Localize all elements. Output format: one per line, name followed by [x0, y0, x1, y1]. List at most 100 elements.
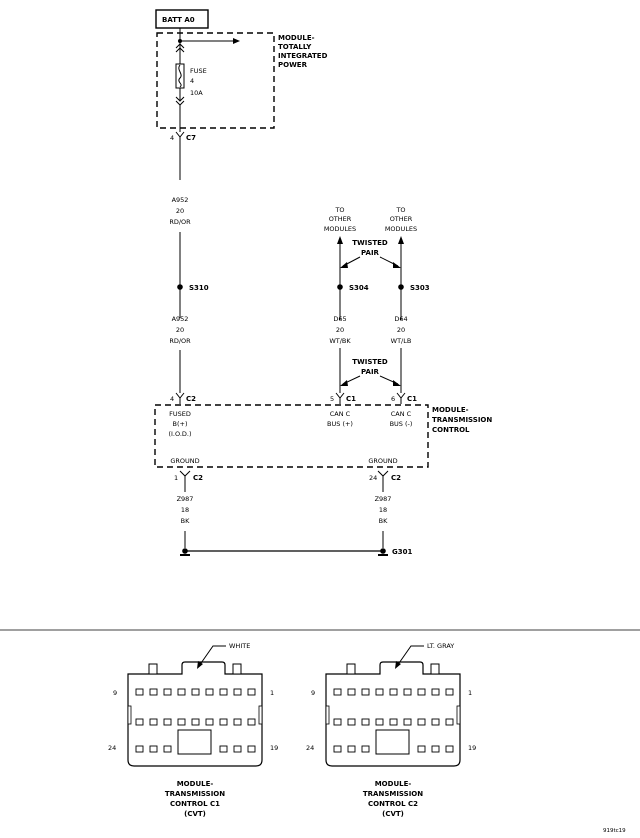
- pin-cavity-middle: [247, 718, 256, 726]
- pin-cavity-top: [163, 688, 172, 696]
- c2-fused-pin: 4: [170, 395, 174, 403]
- twisted-upper-l1: TWISTED: [352, 239, 388, 247]
- pin-cavity-middle: [205, 718, 214, 726]
- pin-cavity-middle: [233, 718, 242, 726]
- pin-cavity-top: [135, 688, 144, 696]
- connector-c1-left-latch: [148, 663, 158, 675]
- tipm-label-line1: MODULE-: [278, 34, 315, 42]
- s310-label: S310: [189, 284, 209, 292]
- ground-right-dot: [380, 548, 386, 554]
- pin-cavity-middle: [219, 718, 228, 726]
- ground-right-symbol: [378, 554, 388, 556]
- a952-upper-gauge: 20: [176, 207, 184, 215]
- c2-gnd-left-fork-icon: [179, 470, 191, 484]
- pin-cavity-bottom: [219, 745, 228, 753]
- batt-a0-label: BATT A0: [162, 16, 195, 24]
- connector-c1-housing: [127, 661, 263, 767]
- connector-c2-pin-grid: [333, 688, 454, 753]
- to-other-right-l2: OTHER: [390, 215, 413, 223]
- c1-canh-conn: C1: [346, 395, 356, 403]
- c2-gnd-left-pin: 1: [174, 474, 178, 482]
- to-other-left-l1: TO: [334, 206, 344, 214]
- connector-c1-pin-9: 9: [113, 689, 117, 697]
- can-h-l2: BUS (+): [327, 420, 353, 428]
- pin-cavity-middle: [191, 718, 200, 726]
- pin-cavity-middle: [177, 718, 186, 726]
- pin-cavity-middle: [431, 718, 440, 726]
- twisted-upper-arrowhead-right-icon: [393, 262, 401, 268]
- twisted-lower-l1: TWISTED: [352, 358, 388, 366]
- pin-cavity-bottom: [361, 745, 370, 753]
- connector-c1-color-label: WHITE: [229, 642, 250, 650]
- pin-cavity-middle: [347, 718, 356, 726]
- fused-b-l3: (I.O.D.): [168, 430, 191, 438]
- connector-c1-pin-19: 19: [270, 744, 278, 752]
- connector-c2-name-l1: MODULE-: [375, 780, 412, 788]
- c2-fused-fork-icon: [175, 392, 185, 404]
- tcm-label-line1: MODULE-: [432, 406, 469, 414]
- connector-c1-name-l2: TRANSMISSION: [165, 790, 225, 798]
- connector-c1-name-l1: MODULE-: [177, 780, 214, 788]
- pin-cavity-bottom: [431, 745, 440, 753]
- pin-cavity-top: [219, 688, 228, 696]
- connector-c2-leader: [396, 645, 424, 667]
- connector-c2-pin-9: 9: [311, 689, 315, 697]
- pin-cavity-top: [361, 688, 370, 696]
- bus-arrow-head: [233, 38, 240, 44]
- ground-right-label: GROUND: [368, 457, 397, 465]
- c1-canl-conn: C1: [407, 395, 417, 403]
- z987-left-color: BK: [181, 517, 190, 525]
- connector-c2-name-l3: CONTROL C2: [368, 800, 418, 808]
- c7-fork-icon: [175, 131, 185, 142]
- d65-circuit: D65: [333, 315, 346, 323]
- connector-c2-right-key: [456, 705, 461, 725]
- fuse-rating: 10A: [190, 89, 203, 97]
- s310-splice-dot: [177, 284, 183, 290]
- pin-cavity-middle: [445, 718, 454, 726]
- c1-canl-pin: 6: [391, 395, 395, 403]
- connector-c1-pin-grid: [135, 688, 256, 753]
- c1-canh-pin: 5: [330, 395, 334, 403]
- connector-c1-pin-1: 1: [270, 689, 274, 697]
- tcm-module-box: [154, 404, 429, 468]
- pin-cavity-bottom: [233, 745, 242, 753]
- z987-left-circuit: Z987: [177, 495, 194, 503]
- connector-c2-color-label: LT. GRAY: [427, 642, 454, 650]
- connector-c2-left-key: [325, 705, 330, 725]
- pin-cavity-top: [233, 688, 242, 696]
- pin-cavity-bottom: [333, 745, 342, 753]
- ground-left-symbol: [180, 554, 190, 556]
- c7-label: C7: [186, 134, 196, 142]
- to-other-right-arrow-icon: [398, 236, 404, 244]
- s303-splice-dot: [398, 284, 404, 290]
- pin-cavity-bottom: [149, 745, 158, 753]
- pin-cavity-bottom: [347, 745, 356, 753]
- tipm-label-line3: INTEGRATED: [278, 52, 328, 60]
- twisted-lower-l2: PAIR: [361, 368, 380, 376]
- tipm-label-line4: POWER: [278, 61, 308, 69]
- tcm-label-line3: CONTROL: [432, 426, 470, 434]
- pin-cavity-top: [403, 688, 412, 696]
- c1-canh-fork-icon: [335, 392, 345, 404]
- pin-cavity-bottom: [445, 745, 454, 753]
- fuse-upper-chevron-1: [175, 43, 185, 49]
- tipm-label-line2: TOTALLY: [278, 43, 312, 51]
- fused-b-l2: B(+): [173, 420, 188, 428]
- pin-cavity-top: [431, 688, 440, 696]
- pin-cavity-middle: [375, 718, 384, 726]
- fused-b-l1: FUSED: [169, 410, 191, 418]
- connector-c1-center-block: [177, 729, 212, 755]
- fuse-lower-chevron-1: [175, 96, 185, 102]
- connector-c2-center-block: [375, 729, 410, 755]
- connector-c2-pin-19: 19: [468, 744, 476, 752]
- connector-c1-leader-arrowhead-icon: [197, 661, 203, 669]
- twisted-upper-arrowhead-left-icon: [340, 262, 348, 268]
- pin-cavity-bottom: [417, 745, 426, 753]
- pin-cavity-top: [333, 688, 342, 696]
- tcm-label-line2: TRANSMISSION: [432, 416, 492, 424]
- s304-label: S304: [349, 284, 369, 292]
- pin-cavity-top: [205, 688, 214, 696]
- g301-label: G301: [392, 548, 412, 556]
- d64-circuit: D64: [394, 315, 407, 323]
- pin-cavity-middle: [135, 718, 144, 726]
